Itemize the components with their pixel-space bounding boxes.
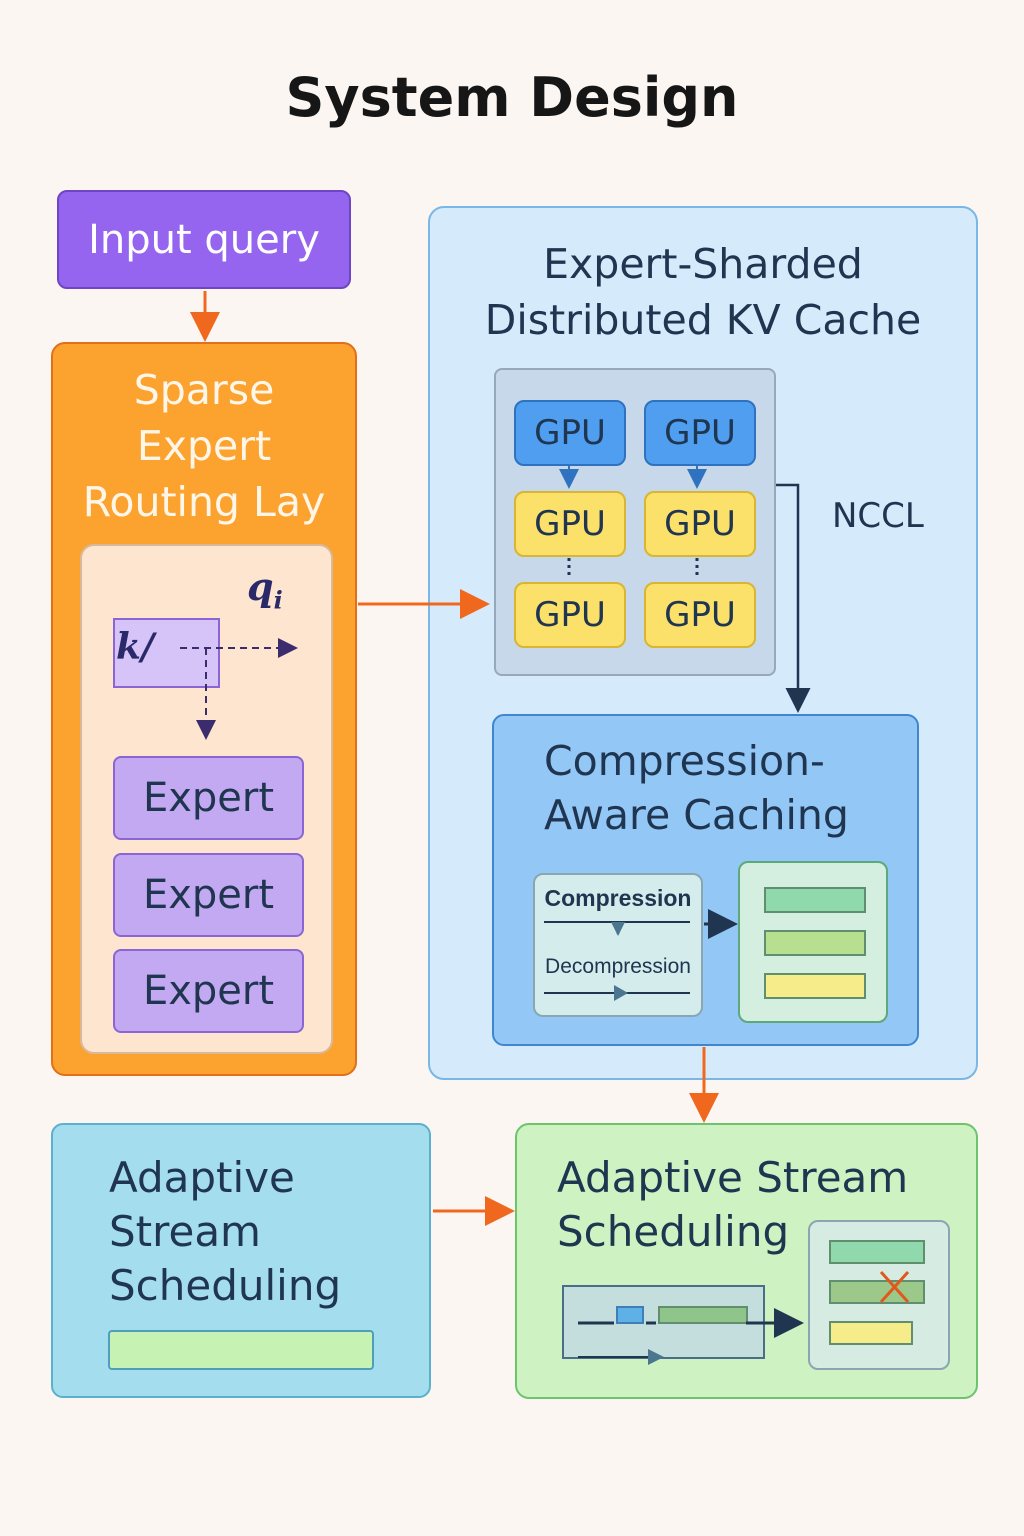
kv-cache-title: Expert-Sharded Distributed KV Cache bbox=[430, 236, 976, 348]
kv-title-line: Expert-Sharded bbox=[543, 240, 863, 288]
query-subscript: i bbox=[273, 585, 283, 615]
routing-panel: qi k/ Expert Expert Expert bbox=[80, 544, 333, 1054]
cac-title-line: Aware Caching bbox=[544, 791, 849, 839]
adaptive-scheduling-left: Adaptive Stream Scheduling bbox=[51, 1123, 431, 1398]
stream-task bbox=[658, 1306, 748, 1324]
expert-box: Expert bbox=[113, 949, 304, 1033]
decompression-label: Decompression bbox=[545, 955, 691, 978]
cac-title-line: Compression- bbox=[544, 737, 825, 785]
kv-title-line: Distributed KV Cache bbox=[484, 296, 922, 344]
expert-label: Expert bbox=[142, 872, 275, 918]
query-symbol: qi bbox=[247, 564, 283, 615]
queue-slot bbox=[829, 1321, 913, 1345]
sparse-routing-layer: Sparse Expert Routing Lay qi k/ Expert E… bbox=[51, 342, 357, 1076]
expert-box: Expert bbox=[113, 853, 304, 937]
gpu-cluster: GPU GPU GPU GPU GPU GPU bbox=[494, 368, 776, 676]
sparse-title-line: Sparse bbox=[133, 366, 275, 414]
adaptive-right-title-line: Adaptive Stream bbox=[557, 1153, 909, 1202]
input-query-box: Input query bbox=[57, 190, 351, 289]
sparse-routing-title: Sparse Expert Routing Lay bbox=[53, 362, 355, 530]
gpu-node: GPU bbox=[644, 400, 756, 466]
arrow-nccl bbox=[776, 483, 811, 713]
expert-label: Expert bbox=[142, 968, 275, 1014]
stream-queue bbox=[808, 1220, 950, 1370]
cache-store bbox=[738, 861, 888, 1023]
stream-bar bbox=[108, 1330, 374, 1370]
sparse-title-line: Expert bbox=[136, 422, 272, 470]
gpu-node: GPU bbox=[644, 582, 756, 648]
compression-aware-caching: Compression- Aware Caching Compression D… bbox=[492, 714, 919, 1046]
expert-box: Expert bbox=[113, 756, 304, 840]
compression-label: Compression bbox=[544, 885, 692, 911]
input-query-label: Input query bbox=[88, 216, 320, 263]
nccl-label: NCCL bbox=[832, 496, 924, 536]
compression-caching-title: Compression- Aware Caching bbox=[544, 734, 849, 842]
expert-label: Expert bbox=[142, 775, 275, 821]
adaptive-left-title-line: Adaptive bbox=[109, 1153, 295, 1202]
decompression-right-icon bbox=[614, 985, 628, 1001]
cache-block bbox=[764, 930, 866, 956]
adaptive-left-title: Adaptive Stream Scheduling bbox=[109, 1151, 341, 1313]
gpu-node: GPU bbox=[514, 582, 626, 648]
queue-slot bbox=[829, 1280, 925, 1304]
adaptive-left-title-line: Stream bbox=[109, 1207, 261, 1256]
gpu-node: GPU bbox=[514, 491, 626, 557]
adaptive-right-title: Adaptive Stream Scheduling bbox=[557, 1151, 908, 1259]
gpu-node: GPU bbox=[514, 400, 626, 466]
key-box bbox=[113, 618, 220, 688]
stream-task bbox=[616, 1306, 644, 1324]
cache-block bbox=[764, 887, 866, 913]
adaptive-left-title-line: Scheduling bbox=[109, 1261, 342, 1310]
play-right-icon bbox=[648, 1349, 664, 1365]
adaptive-right-title-line: Scheduling bbox=[557, 1207, 790, 1256]
sparse-title-line: Routing Lay bbox=[82, 478, 326, 526]
page-title: System Design bbox=[285, 66, 739, 129]
queue-slot bbox=[829, 1240, 925, 1264]
gpu-node: GPU bbox=[644, 491, 756, 557]
cache-block bbox=[764, 973, 866, 999]
key-symbol: k/ bbox=[116, 626, 155, 668]
